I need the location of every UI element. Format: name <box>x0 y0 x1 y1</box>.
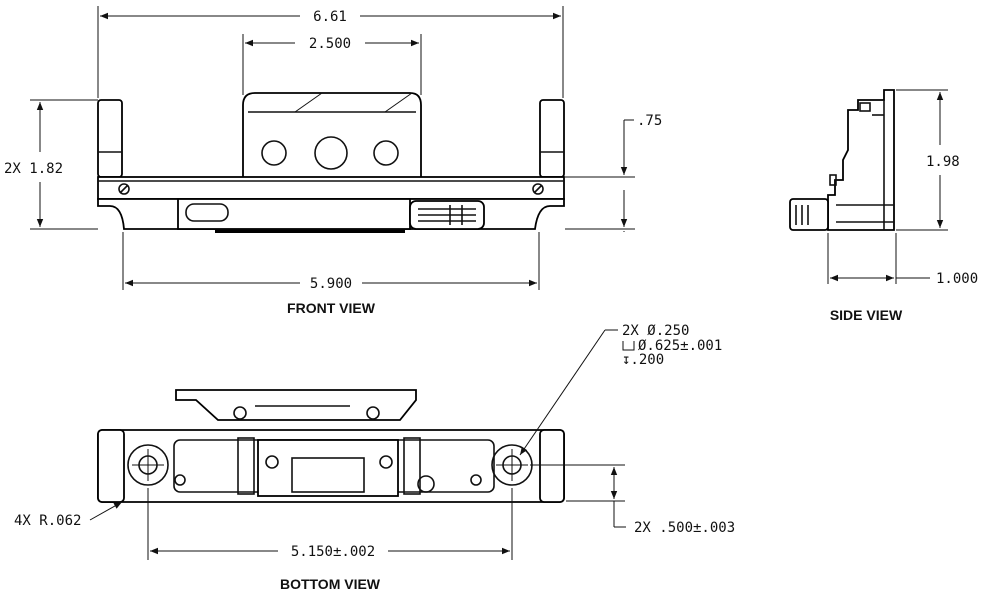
dim-hole-spacing-front: 5.900 <box>125 276 537 292</box>
dim-side-depth-text: 1.000 <box>936 271 978 287</box>
dim-step: .75 <box>624 113 662 232</box>
dim-radius: 4X R.062 <box>14 502 122 529</box>
dim-offset-text: 2X .500±.003 <box>634 520 735 536</box>
dim-step-text: .75 <box>637 113 662 129</box>
dim-offset: 2X .500±.003 <box>614 467 735 536</box>
bottom-view-label: BOTTOM VIEW <box>280 576 381 592</box>
dim-overall-width-text: 6.61 <box>313 9 347 25</box>
front-part <box>98 93 564 233</box>
dim-side-height: 1.98 <box>926 92 960 228</box>
dim-radius-text: 4X R.062 <box>14 513 81 529</box>
bottom-view: 2X Ø.250 Ø.625±.001 ↧.200 4X R.062 2X .5… <box>14 323 735 592</box>
dim-hole-spacing-bottom-text: 5.150±.002 <box>291 544 375 560</box>
front-view: 6.61 2.500 2X 1.82 .75 <box>4 6 662 316</box>
front-view-label: FRONT VIEW <box>287 300 376 316</box>
side-view-label: SIDE VIEW <box>830 307 903 323</box>
dim-top-width-text: 2.500 <box>309 36 351 52</box>
hole-callout-line3: ↧.200 <box>622 352 664 368</box>
bottom-part <box>98 390 564 502</box>
dim-overall-width: 6.61 <box>100 9 561 25</box>
hole-callout-line1: 2X Ø.250 <box>622 323 689 339</box>
dim-height-text: 2X 1.82 <box>4 161 63 177</box>
side-view: 1.98 1.000 SIDE VIEW <box>790 90 978 323</box>
dim-hole-spacing-bottom: 5.150±.002 <box>150 544 510 560</box>
dim-height: 2X 1.82 <box>4 102 63 227</box>
side-part <box>790 90 894 230</box>
dim-top-width: 2.500 <box>245 36 419 52</box>
dim-side-depth: 1.000 <box>830 271 978 287</box>
dim-hole-spacing-front-text: 5.900 <box>310 276 352 292</box>
dim-side-height-text: 1.98 <box>926 154 960 170</box>
